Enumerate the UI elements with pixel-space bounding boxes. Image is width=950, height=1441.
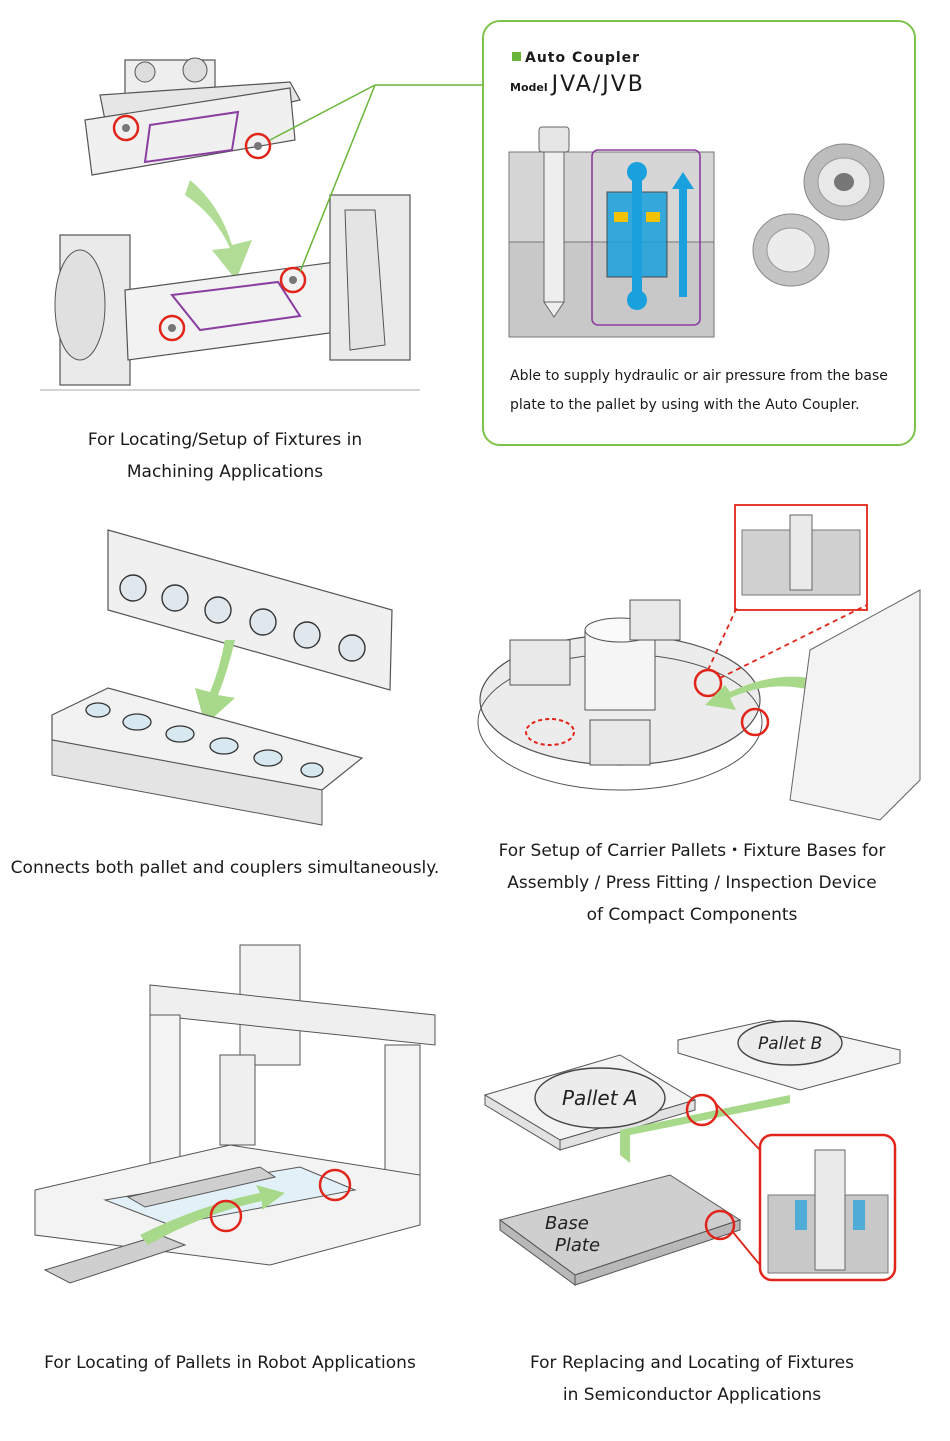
coupler-connect-illustration xyxy=(51,529,393,826)
pallet-b-label: Pallet B xyxy=(758,1034,822,1054)
bullet-square-icon xyxy=(512,52,521,61)
robot-illustration xyxy=(34,944,436,1284)
auto-coupler-description: Able to supply hydraulic or air pressure… xyxy=(510,368,888,413)
caption-robot: For Locating of Pallets in Robot Applica… xyxy=(44,1353,416,1373)
load-arrow xyxy=(185,180,252,280)
down-arrow xyxy=(195,640,235,725)
semiconductor-illustration: Pallet A Pallet B Base Plate xyxy=(483,1019,901,1286)
pallet-upper xyxy=(84,57,301,176)
rotary-table xyxy=(40,194,420,391)
auto-coupler-title: Auto Coupler xyxy=(512,50,640,66)
coupler-product-photo xyxy=(752,143,885,287)
base-plate-label-2: Plate xyxy=(555,1235,600,1256)
base-plate-label-1: Base xyxy=(545,1213,589,1234)
carrier-illustration xyxy=(477,504,921,821)
coupler-cross-section xyxy=(508,126,715,338)
caption-carrier: For Setup of Carrier Pallets・Fixture Bas… xyxy=(498,841,886,925)
caption-semiconductor: For Replacing and Locating of Fixtures i… xyxy=(529,1353,854,1405)
machining-illustration xyxy=(40,57,482,391)
caption-couplers: Connects both pallet and couplers simult… xyxy=(10,858,440,878)
pallet-a-label: Pallet A xyxy=(562,1086,638,1110)
caption-machining: For Locating/Setup of Fixtures in Machin… xyxy=(87,430,363,482)
